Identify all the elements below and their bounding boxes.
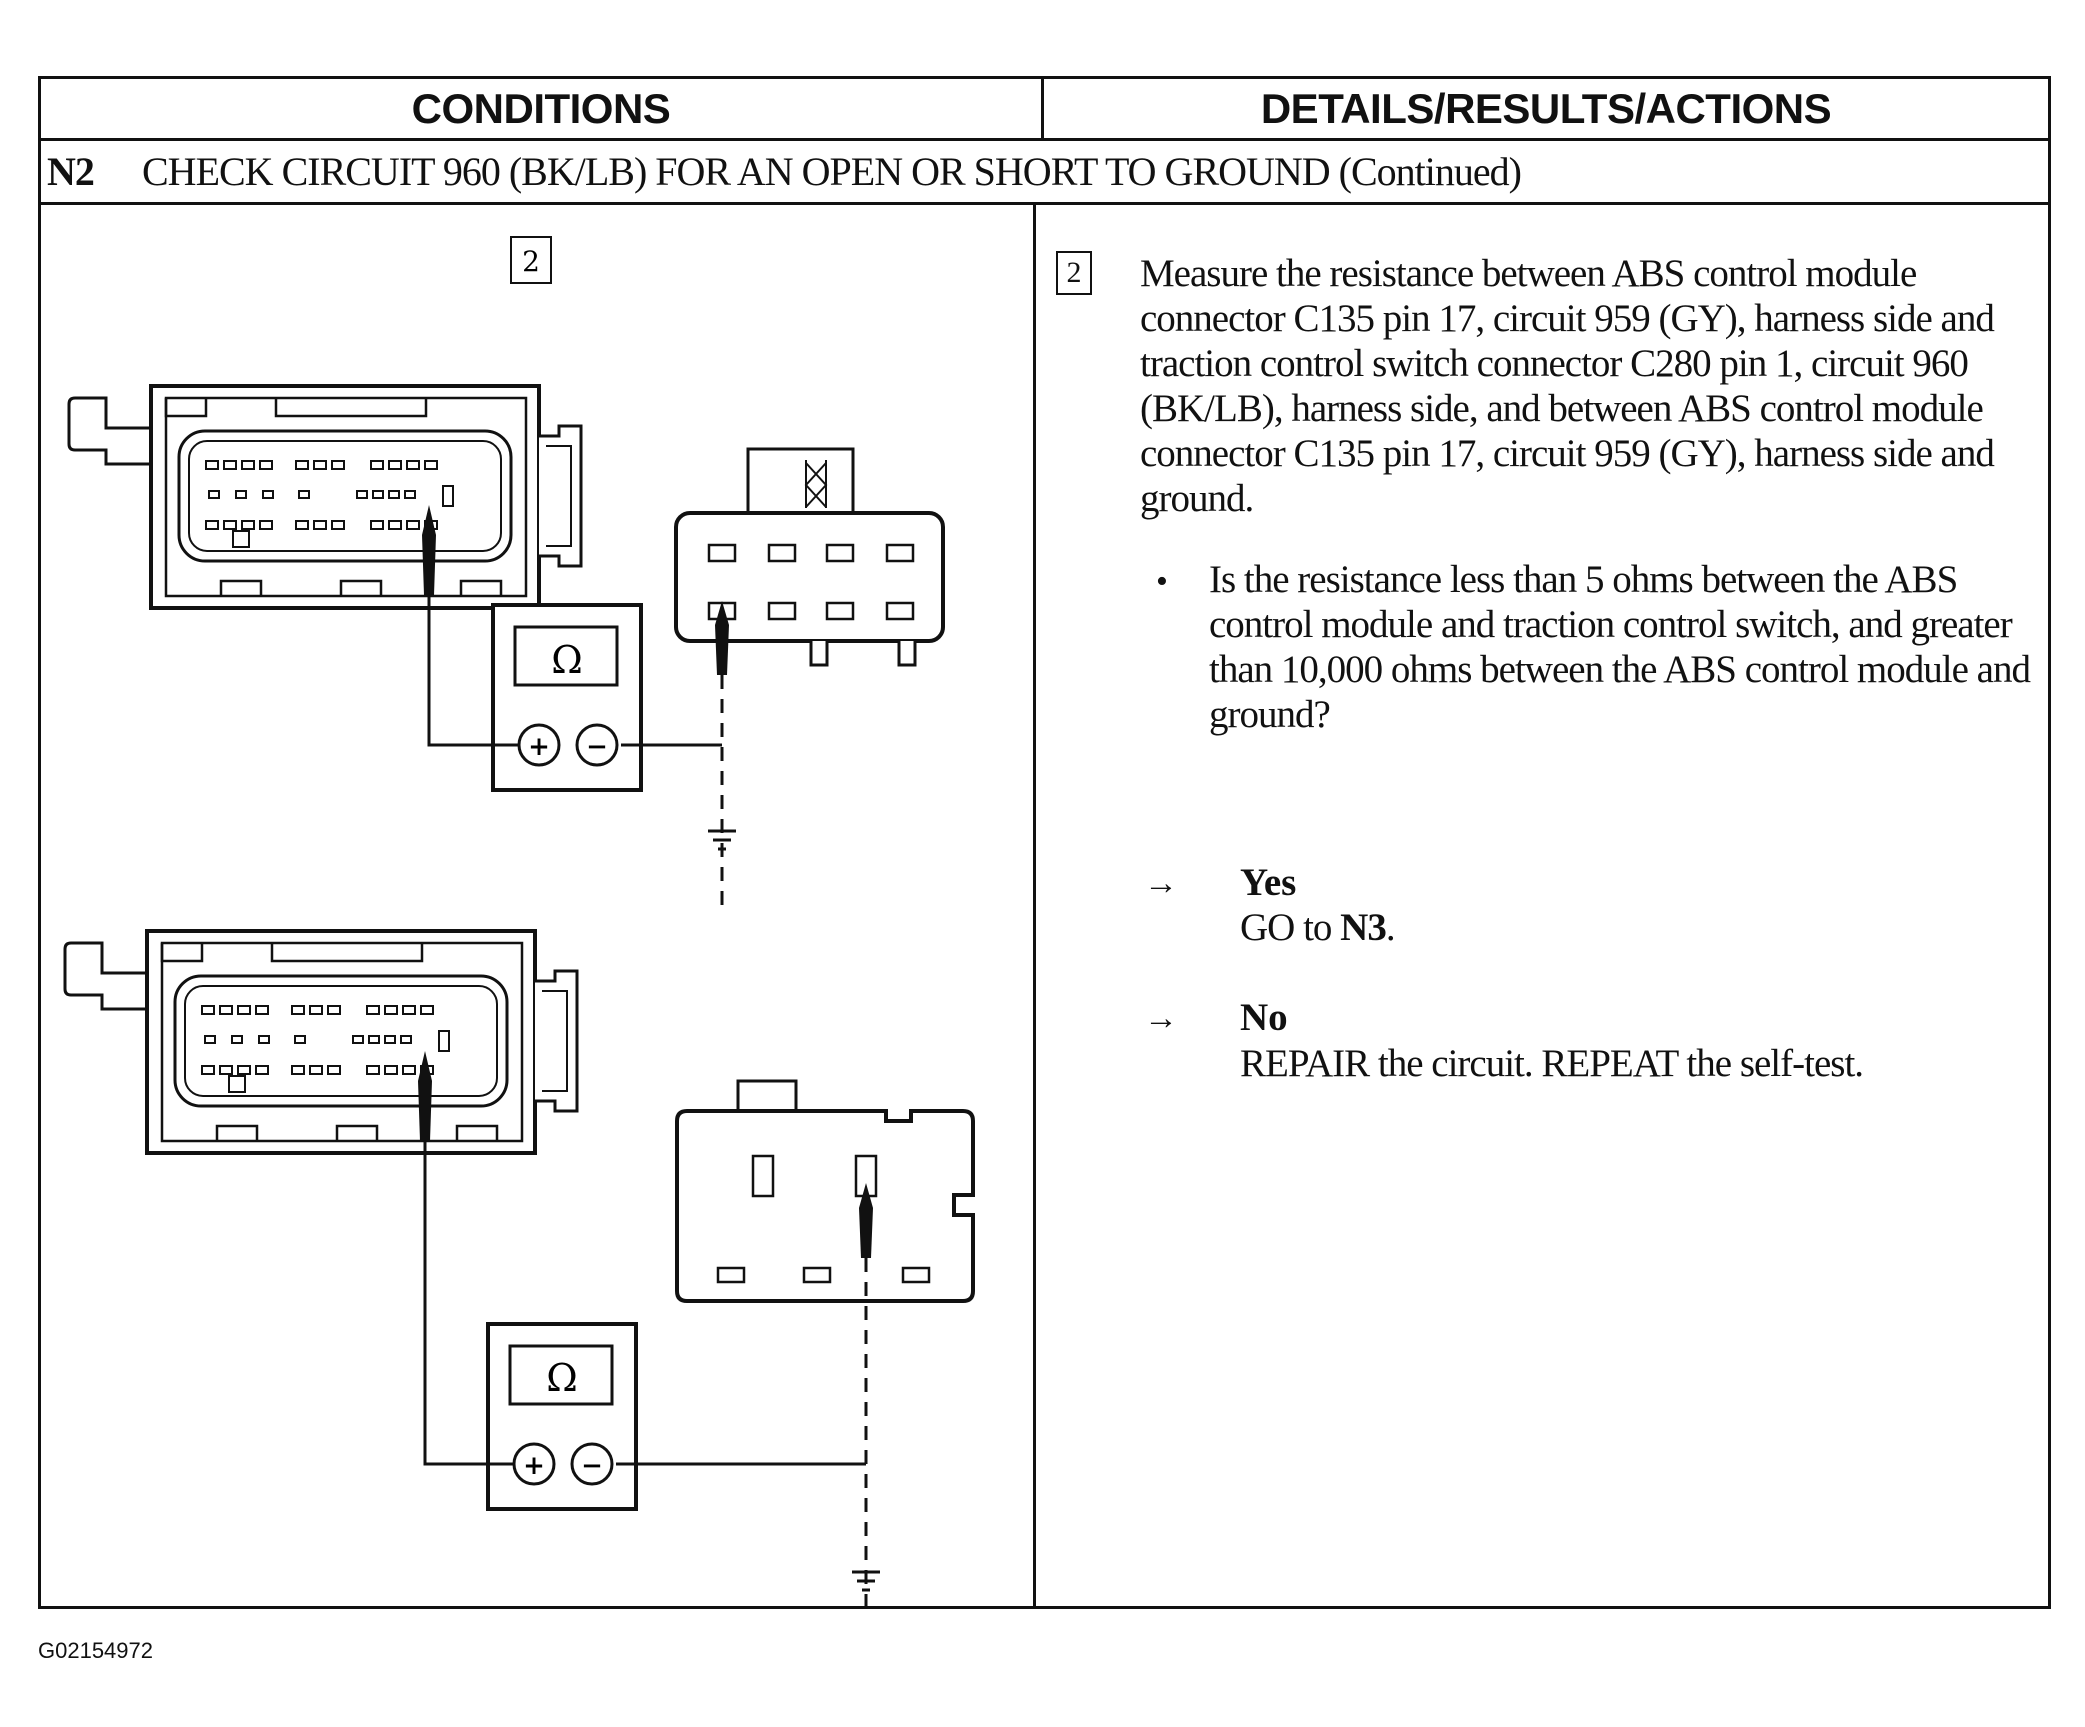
test-diagram: 2 Ω + − [63,236,975,1641]
details-header: DETAILS/RESULTS/ACTIONS [1260,84,1832,132]
step-id: N2 [47,149,95,194]
yes-action-suffix: . [1385,906,1396,949]
traction-switch-connector-bottom [675,1079,975,1303]
table-header-row: CONDITIONS DETAILS/RESULTS/ACTIONS [41,79,2048,141]
diagnostic-table: CONDITIONS DETAILS/RESULTS/ACTIONS N2 CH… [38,76,2051,1641]
no-arrow: → [1144,1000,1178,1037]
yes-action: GO to N3. [1240,905,1396,950]
ohm-symbol-top: Ω [551,638,583,682]
yes-action-target[interactable]: N3 [1340,906,1387,949]
ohmmeter-bottom [486,1322,638,1511]
abs-module-connector-c135-bottom [63,929,579,1155]
details-step-box: 2 [1056,251,1092,295]
positive-lead-bottom [423,1141,514,1466]
yes-label: Yes [1240,861,1297,904]
abs-module-connector-c135-top [67,384,583,610]
details-column: 2 Measure the resistance between ABS con… [1036,205,2048,1606]
meter-plus-top: + [528,732,550,762]
figure-id: G02154972 [38,1638,153,1663]
column-divider [1033,205,1036,1606]
conditions-diagram: 2 Ω + − [41,205,1033,1641]
no-action: REPAIR the circuit. REPEAT the self-test… [1240,1042,1864,1085]
traction-switch-connector-top [674,447,945,667]
question-text: Is the resistance less than 5 ohms betwe… [1209,558,2031,736]
step-title: CHECK CIRCUIT 960 (BK/LB) FOR AN OPEN OR… [142,149,1522,194]
positive-lead-top [427,597,519,747]
ohmmeter-top [491,603,643,792]
conditions-header: CONDITIONS [411,84,671,132]
meter-minus-bottom: − [581,1451,603,1481]
header-divider [1041,79,1044,141]
diagram-step-box [510,236,552,284]
meter-plus-bottom: + [523,1451,545,1481]
instruction-text: Measure the resistance between ABS contr… [1140,252,1995,520]
yes-action-prefix: GO to [1240,906,1341,949]
diagram-step-number: 2 [522,245,540,278]
bullet-marker: • [1156,563,1168,600]
yes-arrow: → [1144,865,1178,902]
meter-minus-top: − [586,732,608,762]
ohm-symbol-bottom: Ω [546,1356,578,1400]
step-title-row: N2 CHECK CIRCUIT 960 (BK/LB) FOR AN OPEN… [41,141,2048,205]
no-label: No [1240,996,1288,1039]
